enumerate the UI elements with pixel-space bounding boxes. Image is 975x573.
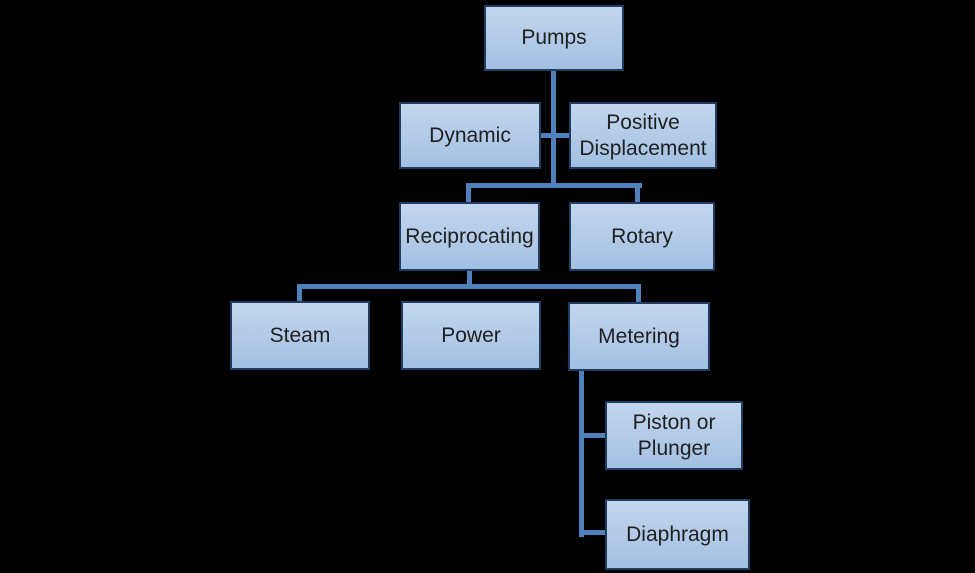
connector-piston-stub <box>579 433 605 438</box>
node-piston-or-plunger: Piston or Plunger <box>605 401 743 470</box>
node-pumps: Pumps <box>484 5 624 71</box>
connector-reciprocating-trunk <box>467 271 472 289</box>
connector-reciprocating-stub <box>466 183 471 202</box>
connector-metering-trunk <box>579 371 584 537</box>
connector-metering-stub <box>636 284 641 302</box>
connector-dynamic-posdisp-stub <box>541 133 569 138</box>
connector-steam-metering-hline <box>297 284 641 289</box>
node-steam: Steam <box>230 301 370 370</box>
connector-steam-stub <box>297 284 302 301</box>
node-diaphragm: Diaphragm <box>605 499 750 570</box>
connector-pumps-trunk <box>551 71 556 187</box>
node-power: Power <box>401 301 541 370</box>
node-metering: Metering <box>568 302 710 371</box>
node-rotary: Rotary <box>569 202 715 271</box>
connector-recip-rotary-hline <box>466 183 642 188</box>
node-positive-displacement: Positive Displacement <box>569 102 717 169</box>
node-dynamic: Dynamic <box>399 102 541 169</box>
node-reciprocating: Reciprocating <box>399 202 540 271</box>
connector-diaphragm-stub <box>579 530 605 535</box>
connector-rotary-stub <box>635 183 640 202</box>
